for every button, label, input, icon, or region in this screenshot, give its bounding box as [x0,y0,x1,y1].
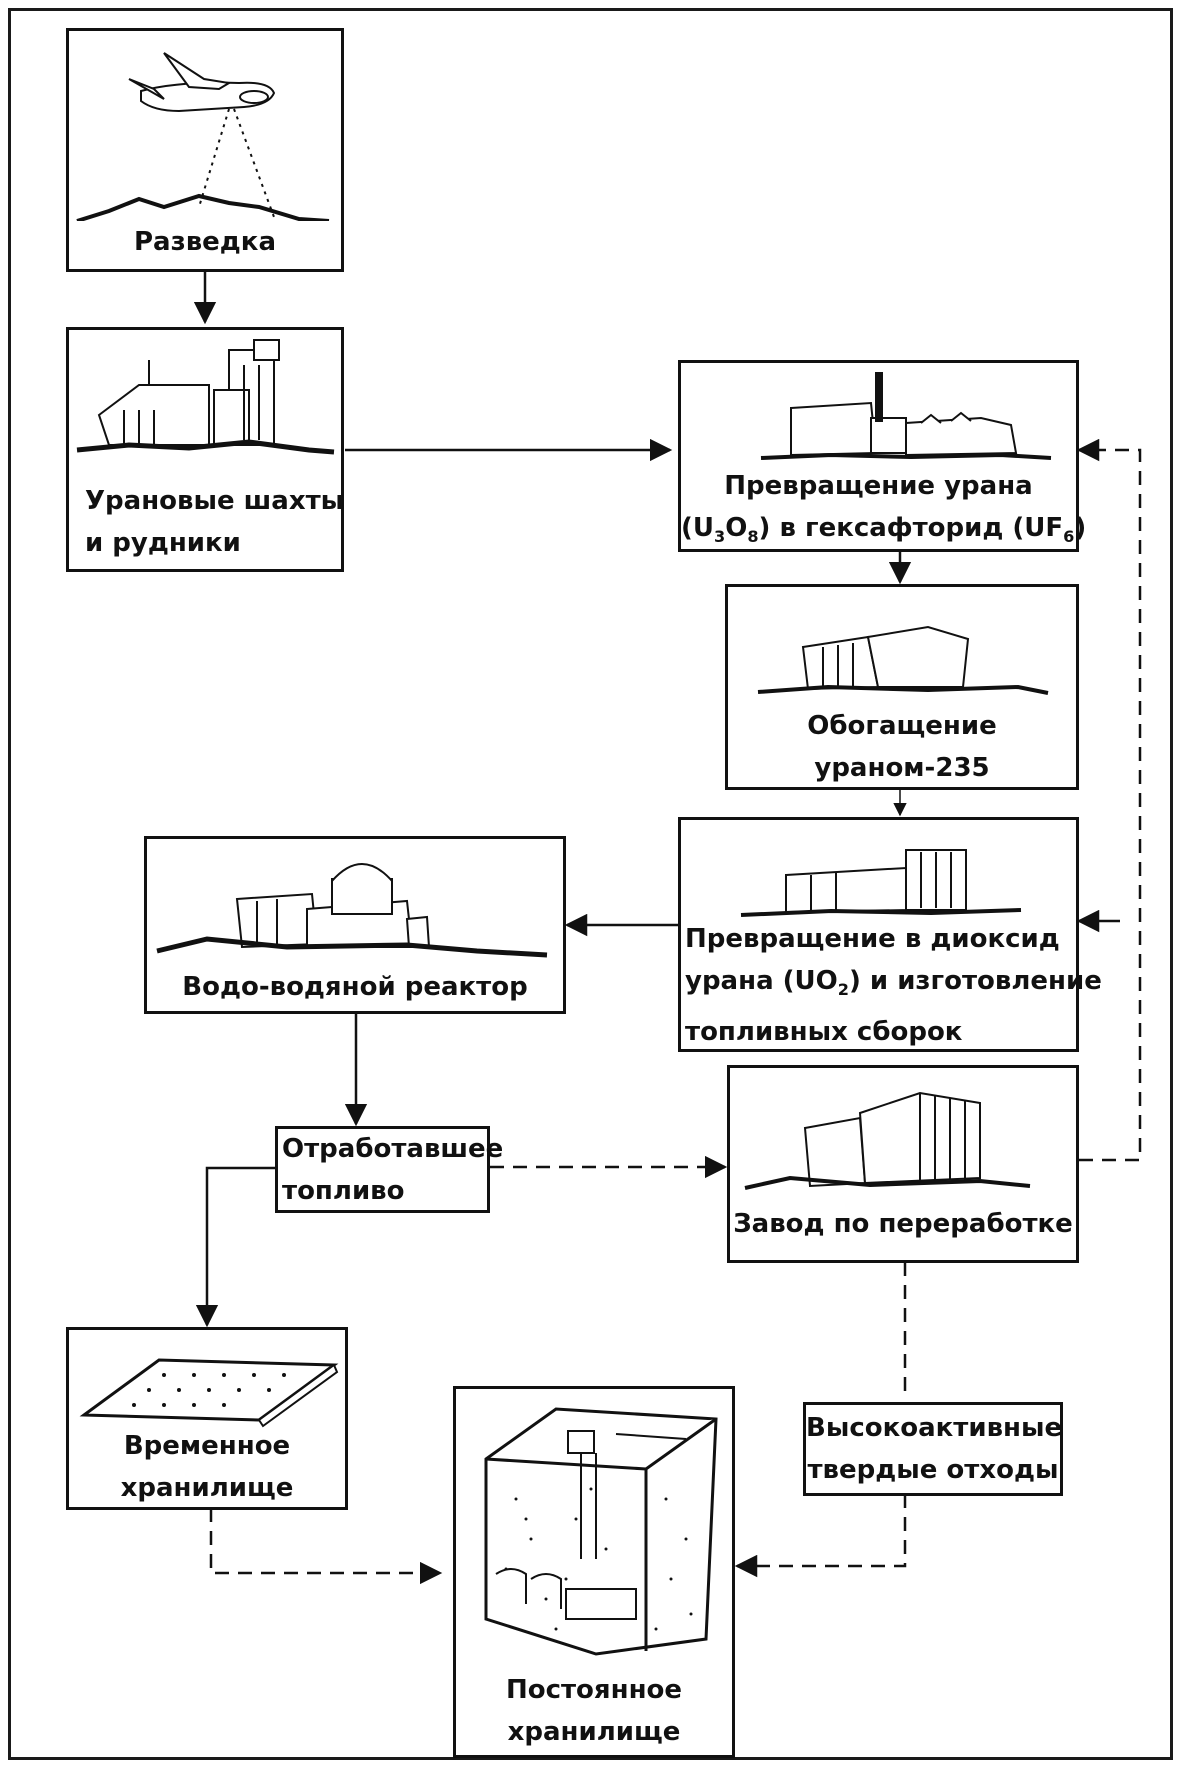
mines-label-line2: и рудники [85,528,241,558]
enrichment-label-line2: ураном-235 [814,753,990,783]
permanent-storage-label-line2: хранилище [507,1717,681,1747]
arrow-interim-to-permanent [209,1508,443,1585]
spent-fuel-node: Отработавшее топливо [275,1126,503,1213]
reprocessing-label: Завод по переработке [733,1209,1073,1239]
exploration-label: Разведка [134,227,276,257]
mines-node: Урановые шахты и рудники [66,327,344,572]
reactor-label: Водо-водяной реактор [182,972,528,1002]
spent-fuel-label-line1: Отработавшее [282,1134,504,1164]
fabrication-node: Превращение в диоксид урана (UO2) и изго… [678,817,1102,1052]
interim-storage-pad-icon [79,1358,339,1428]
arrow-hl-waste-to-permanent [734,1494,907,1578]
conversion-label-line2: (U3O8) в гексафторид (UF6) [681,513,1087,547]
fabrication-plant-icon [740,849,1022,917]
permanent-storage-node: Постоянное хранилище [453,1386,735,1758]
interim-storage-node: Временное хранилище [66,1327,348,1510]
interim-storage-label-line2: хранилище [120,1473,294,1503]
hl-waste-node: Высокоактивные твердые отходы [803,1402,1063,1496]
diagram-frame [8,8,1173,1760]
mine-buildings-icon [76,339,335,455]
fabrication-label-line2: урана (UO2) и изготовление [685,966,1102,1000]
permanent-repository-icon [484,1407,718,1656]
hl-waste-label-line2: твердые отходы [807,1455,1059,1485]
airplane-survey-icon [76,52,330,221]
conversion-plant-icon [760,372,1052,460]
fabrication-label-line1: Превращение в диоксид [685,924,1060,954]
exploration-node: Разведка [66,28,344,272]
conversion-label-line1: Превращение урана [724,471,1033,501]
fabrication-label-line3: топливных сборок [685,1017,963,1048]
enrichment-label-line1: Обогащение [807,711,997,741]
enrichment-plant-icon [757,625,1049,695]
mines-label-line1: Урановые шахты [85,486,345,516]
reactor-plant-icon [156,863,548,958]
enrichment-node: Обогащение ураном-235 [725,584,1079,790]
conversion-node: Превращение урана (U3O8) в гексафторид (… [678,360,1086,552]
hl-waste-label-line1: Высокоактивные [806,1413,1063,1443]
arrow-reprocessing-to-conversion [1076,438,1142,1162]
arrow-spent-fuel-to-interim [195,1166,275,1328]
reprocessing-node: Завод по переработке [727,1065,1079,1263]
interim-storage-label-line1: Временное [123,1431,291,1461]
permanent-storage-label-line1: Постоянное [505,1675,683,1705]
reprocessing-plant-icon [744,1091,1031,1190]
reactor-node: Водо-водяной реактор [144,836,566,1014]
spent-fuel-label-line2: топливо [282,1176,405,1206]
